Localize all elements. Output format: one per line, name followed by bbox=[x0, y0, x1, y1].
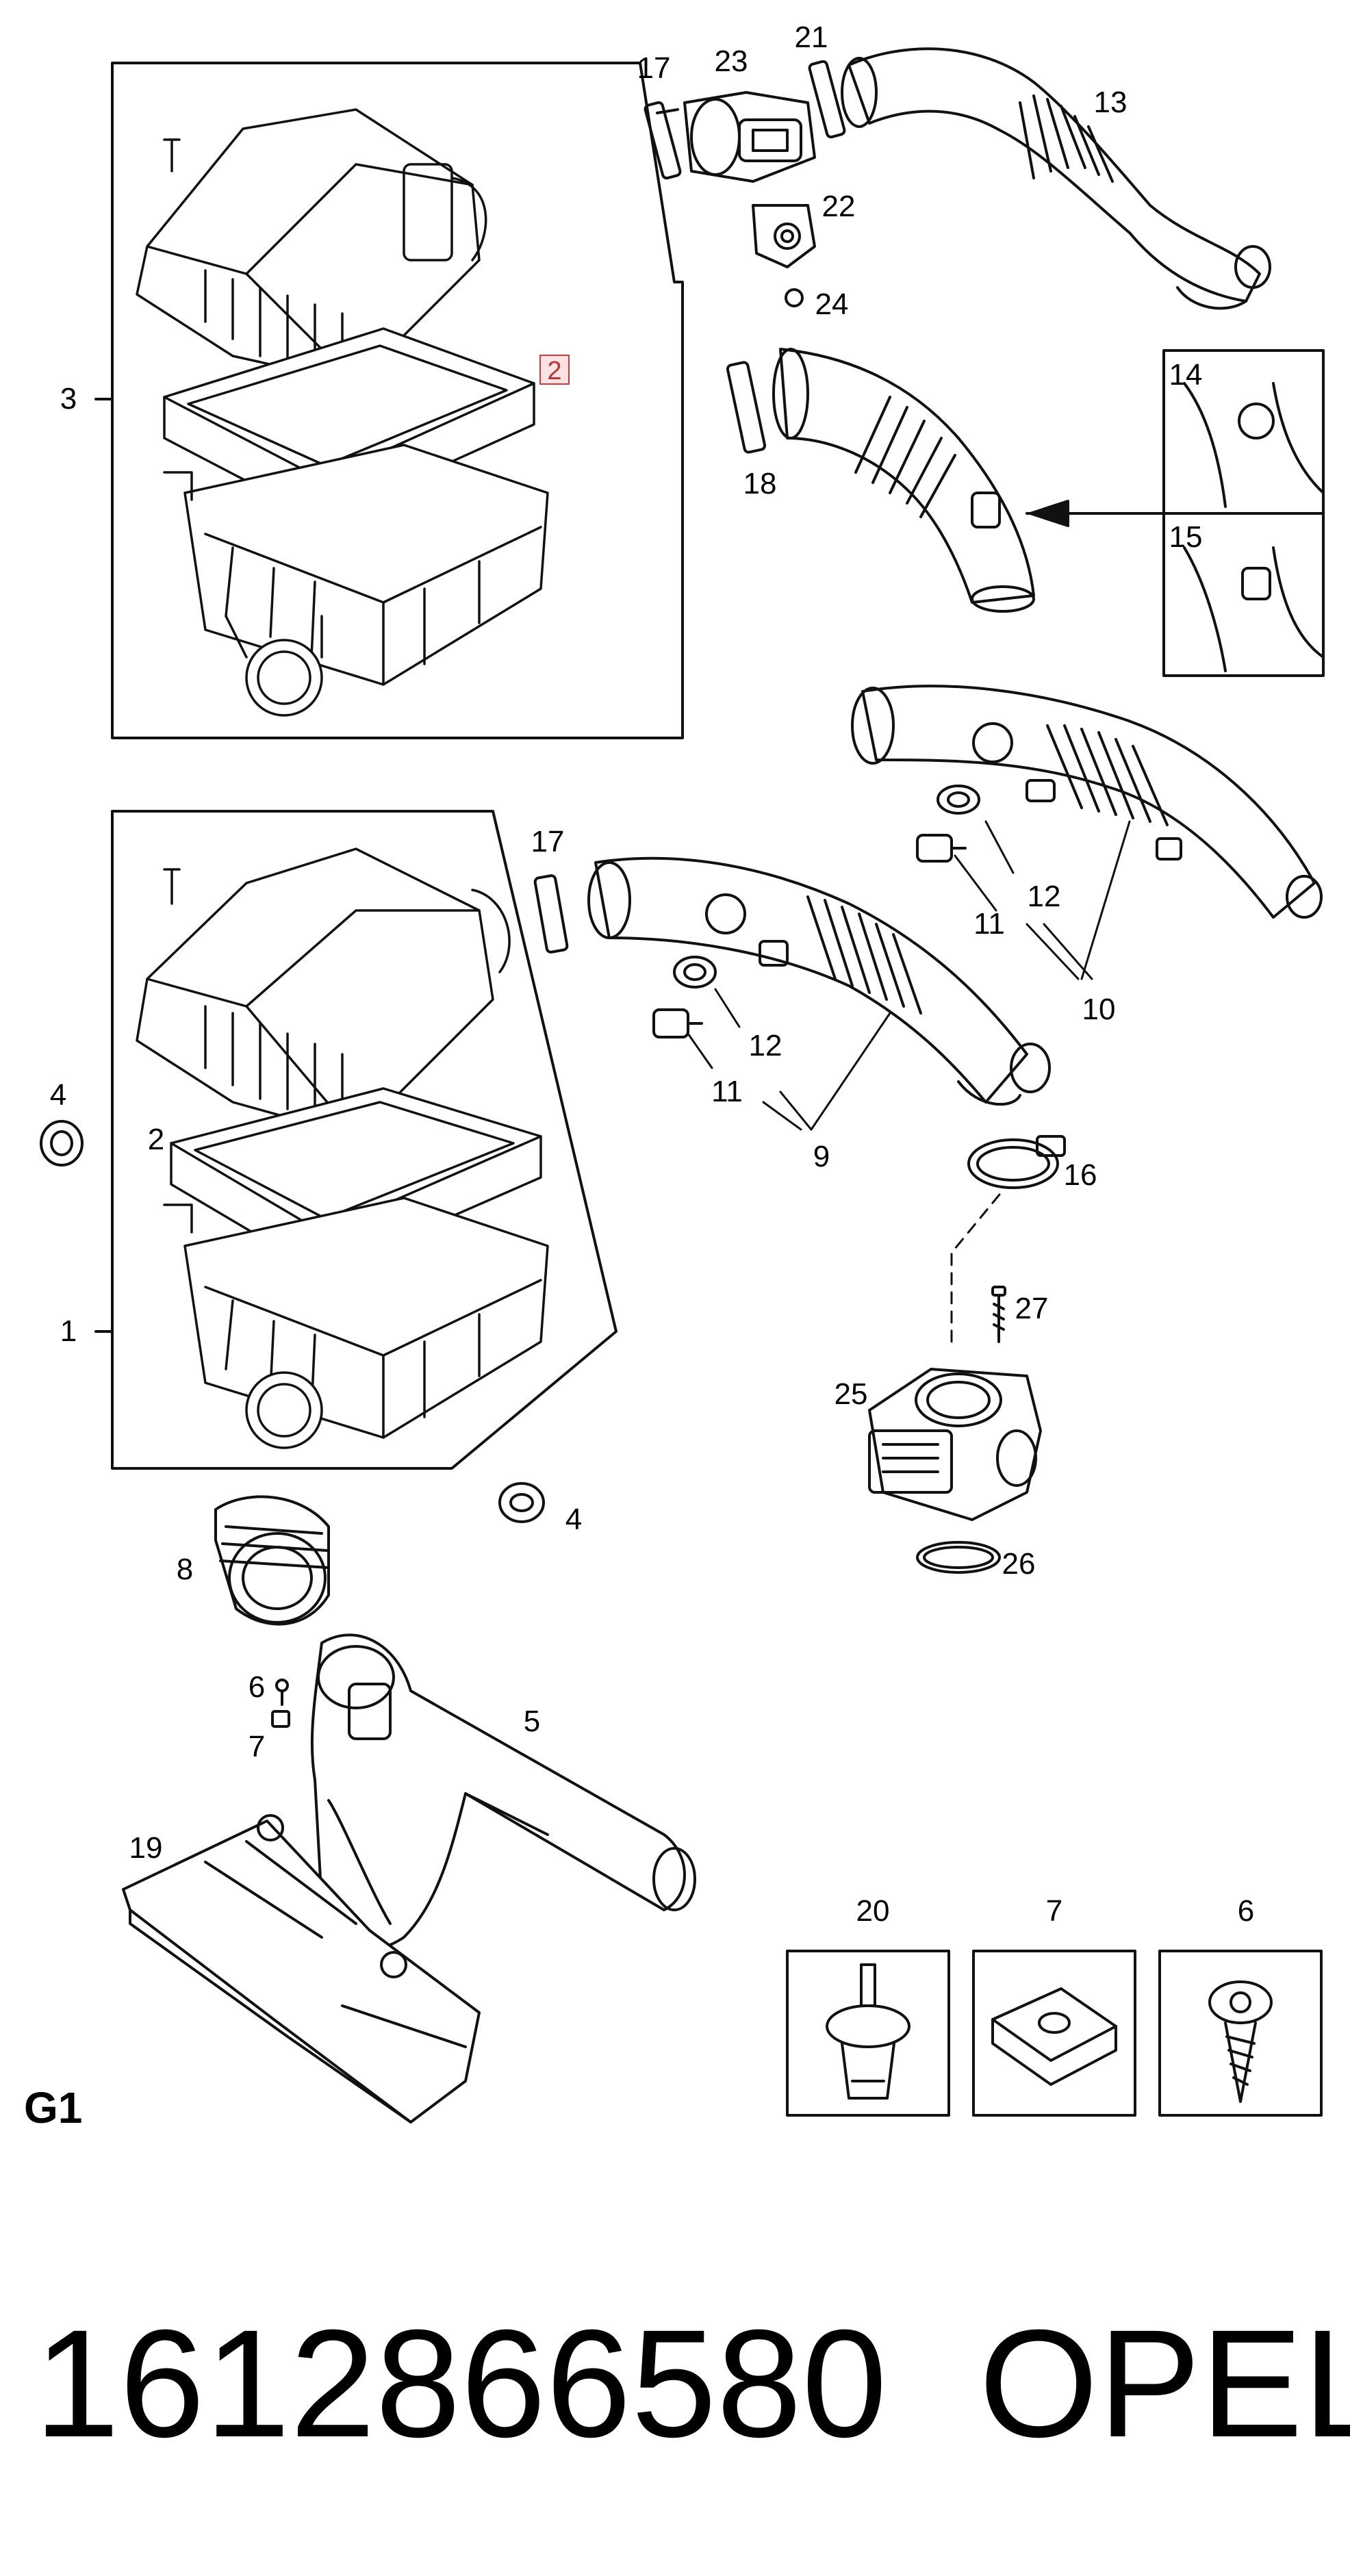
detail-14-15-box bbox=[1026, 349, 1325, 677]
clamp-18 bbox=[726, 361, 767, 454]
label-20: 20 bbox=[856, 1894, 890, 1928]
clamp-16 bbox=[967, 1135, 1066, 1189]
label-6-box: 6 bbox=[1237, 1894, 1255, 1928]
air-guide-19 bbox=[122, 1814, 481, 2124]
mass-air-flow-sensor-23 bbox=[683, 91, 816, 183]
label-7-small: 7 bbox=[248, 1730, 266, 1763]
air-cleaner-assembly-top bbox=[136, 108, 549, 717]
label-25: 25 bbox=[834, 1377, 868, 1411]
label-2-highlighted: 2 bbox=[539, 355, 570, 385]
label-23: 23 bbox=[714, 44, 748, 78]
detail-box-7 bbox=[972, 1950, 1136, 2117]
label-17-mid: 17 bbox=[531, 825, 565, 858]
clip-7-small bbox=[271, 1710, 290, 1728]
air-cleaner-assembly-mid bbox=[136, 847, 549, 1449]
clamp-17-mid bbox=[533, 874, 569, 954]
label-11-lower: 11 bbox=[711, 1075, 743, 1108]
valve-11-b bbox=[652, 1008, 703, 1038]
duct-5 bbox=[310, 1633, 696, 1952]
label-7-box: 7 bbox=[1045, 1894, 1063, 1928]
section-code: G1 bbox=[24, 2083, 83, 2132]
air-cleaner-assembly-top-frame bbox=[94, 62, 684, 739]
intake-hose-13 bbox=[841, 47, 1271, 310]
label-5: 5 bbox=[523, 1705, 541, 1738]
leader-lines-9 bbox=[687, 988, 891, 1131]
label-3: 3 bbox=[60, 382, 77, 416]
grommet-4-bottom bbox=[498, 1482, 545, 1523]
duct-8 bbox=[214, 1495, 330, 1626]
label-22: 22 bbox=[822, 190, 856, 223]
label-14: 14 bbox=[1169, 358, 1203, 392]
hose-18 bbox=[772, 348, 1035, 613]
label-8: 8 bbox=[176, 1553, 194, 1586]
throttle-body-25 bbox=[868, 1368, 1042, 1521]
label-2: 2 bbox=[147, 1123, 165, 1156]
label-1: 1 bbox=[60, 1314, 77, 1348]
label-12-upper: 12 bbox=[1027, 880, 1061, 913]
air-cleaner-assembly-mid-frame bbox=[94, 810, 617, 1470]
label-10: 10 bbox=[1082, 993, 1116, 1026]
label-9: 9 bbox=[813, 1140, 830, 1173]
brand-name: OPEL bbox=[979, 2298, 1350, 2469]
label-24: 24 bbox=[815, 288, 849, 321]
screw-24 bbox=[785, 288, 804, 307]
grommet-12-a bbox=[937, 785, 980, 815]
leader-lines-10 bbox=[954, 820, 1131, 980]
grommet-12-b bbox=[673, 956, 717, 989]
label-27: 27 bbox=[1015, 1292, 1049, 1325]
label-26: 26 bbox=[1002, 1547, 1036, 1581]
label-15: 15 bbox=[1169, 520, 1203, 554]
label-17-top: 17 bbox=[637, 51, 671, 85]
hose-10 bbox=[851, 685, 1323, 919]
clamp-17-top bbox=[644, 101, 682, 180]
detail-box-20 bbox=[786, 1950, 950, 2117]
screw-27 bbox=[991, 1286, 1006, 1343]
clamp-21 bbox=[808, 60, 846, 139]
grommet-4-left bbox=[40, 1120, 84, 1166]
label-4-bottom: 4 bbox=[565, 1503, 583, 1536]
label-12-lower: 12 bbox=[748, 1029, 782, 1062]
sensor-22 bbox=[752, 204, 816, 268]
hose-9 bbox=[587, 856, 1051, 1106]
seal-26 bbox=[916, 1541, 1001, 1574]
valve-11-a bbox=[916, 834, 967, 863]
label-6-small: 6 bbox=[248, 1670, 266, 1704]
label-19: 19 bbox=[129, 1831, 163, 1865]
label-21: 21 bbox=[794, 21, 828, 54]
part-number: 1612866580 bbox=[34, 2298, 887, 2469]
label-11-upper: 11 bbox=[973, 907, 1005, 941]
label-18: 18 bbox=[743, 467, 777, 500]
label-16: 16 bbox=[1063, 1158, 1097, 1192]
screw-6-small bbox=[275, 1679, 289, 1706]
dashed-link-16-25 bbox=[950, 1193, 1001, 1343]
label-13: 13 bbox=[1093, 86, 1128, 119]
label-4-left: 4 bbox=[49, 1078, 67, 1112]
detail-box-6 bbox=[1158, 1950, 1323, 2117]
